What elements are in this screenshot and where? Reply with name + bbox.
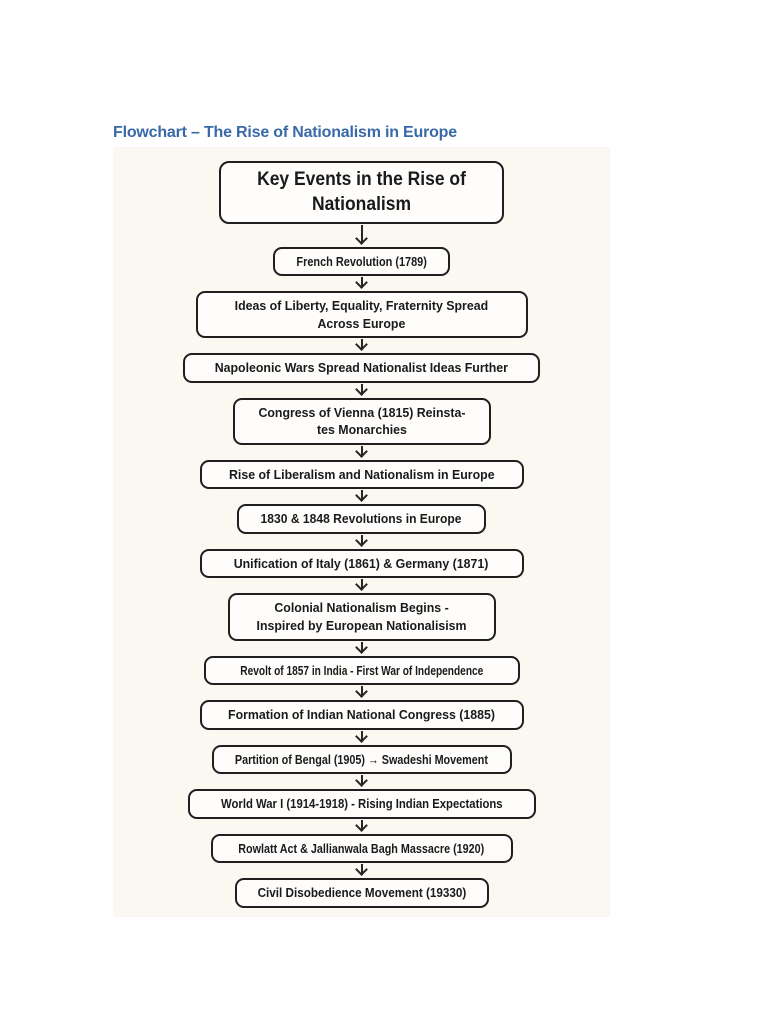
- node-unification-italy-germany: Unification of Italy (1861) & Germany (1…: [199, 548, 524, 579]
- down-arrow-icon: [354, 276, 370, 291]
- node-label: Key Events in the Rise of Nationalism: [257, 169, 466, 216]
- node-label: Formation of Indian National Congress (1…: [228, 707, 495, 723]
- node-civil-disobedience: Civil Disobedience Movement (19330): [234, 878, 489, 908]
- flowchart-canvas: Key Events in the Rise of Nationalism Fr…: [113, 147, 610, 917]
- page-title: Flowchart – The Rise of Nationalism in E…: [113, 124, 457, 141]
- node-label: Rowlatt Act & Jallianwala Bagh Massacre …: [238, 840, 485, 856]
- node-label: World War I (1914-1918) - Rising Indian …: [220, 796, 503, 812]
- node-label: Napoleonic Wars Spread Nationalist Ideas…: [214, 360, 509, 376]
- node-1830-1848-revolutions: 1830 & 1848 Revolutions in Europe: [237, 504, 486, 534]
- down-arrow-icon: [354, 383, 370, 398]
- node-label: 1830 & 1848 Revolutions in Europe: [261, 511, 462, 527]
- down-arrow-icon: [354, 338, 370, 353]
- node-congress-of-vienna: Congress of Vienna (1815) Reinsta- tes M…: [232, 397, 491, 445]
- node-revolt-1857: Revolt of 1857 in India - First War of I…: [203, 655, 520, 686]
- node-label: Unification of Italy (1861) & Germany (1…: [234, 555, 489, 571]
- node-napoleonic-wars: Napoleonic Wars Spread Nationalist Ideas…: [183, 353, 540, 383]
- node-label: Civil Disobedience Movement (19330): [257, 885, 466, 901]
- down-arrow-icon: [354, 578, 370, 593]
- node-label: French Revolution (1789): [296, 253, 427, 269]
- node-key-events: Key Events in the Rise of Nationalism: [219, 161, 504, 224]
- node-label: Ideas of Liberty, Equality, Fraternity S…: [234, 298, 489, 331]
- node-colonial-nationalism: Colonial Nationalism Begins - Inspired b…: [227, 593, 496, 641]
- down-arrow-icon: [354, 730, 370, 745]
- node-label: Partition of Bengal (1905) → Swadeshi Mo…: [234, 751, 489, 767]
- down-arrow-icon: [354, 641, 370, 656]
- down-arrow-icon: [354, 534, 370, 549]
- down-arrow-icon: [354, 774, 370, 789]
- down-arrow-icon: [354, 445, 370, 460]
- node-liberalism-nationalism: Rise of Liberalism and Nationalism in Eu…: [199, 459, 524, 490]
- node-label: Colonial Nationalism Begins - Inspired b…: [256, 600, 467, 633]
- node-label: Congress of Vienna (1815) Reinsta- tes M…: [257, 404, 466, 438]
- node-partition-bengal: Partition of Bengal (1905) → Swadeshi Mo…: [211, 744, 512, 775]
- down-arrow-icon: [354, 685, 370, 700]
- node-label: Revolt of 1857 in India - First War of I…: [239, 662, 484, 678]
- node-liberty-equality-fraternity: Ideas of Liberty, Equality, Fraternity S…: [195, 291, 528, 339]
- node-label: Rise of Liberalism and Nationalism in Eu…: [228, 466, 495, 482]
- down-arrow-icon: [354, 863, 370, 878]
- node-rowlatt-jallianwala: Rowlatt Act & Jallianwala Bagh Massacre …: [210, 833, 513, 864]
- node-wwi-expectations: World War I (1914-1918) - Rising Indian …: [187, 789, 536, 819]
- down-arrow-icon: [354, 224, 370, 247]
- node-french-revolution: French Revolution (1789): [273, 246, 450, 277]
- down-arrow-icon: [354, 489, 370, 504]
- node-inc-formation: Formation of Indian National Congress (1…: [199, 700, 524, 730]
- down-arrow-icon: [354, 819, 370, 834]
